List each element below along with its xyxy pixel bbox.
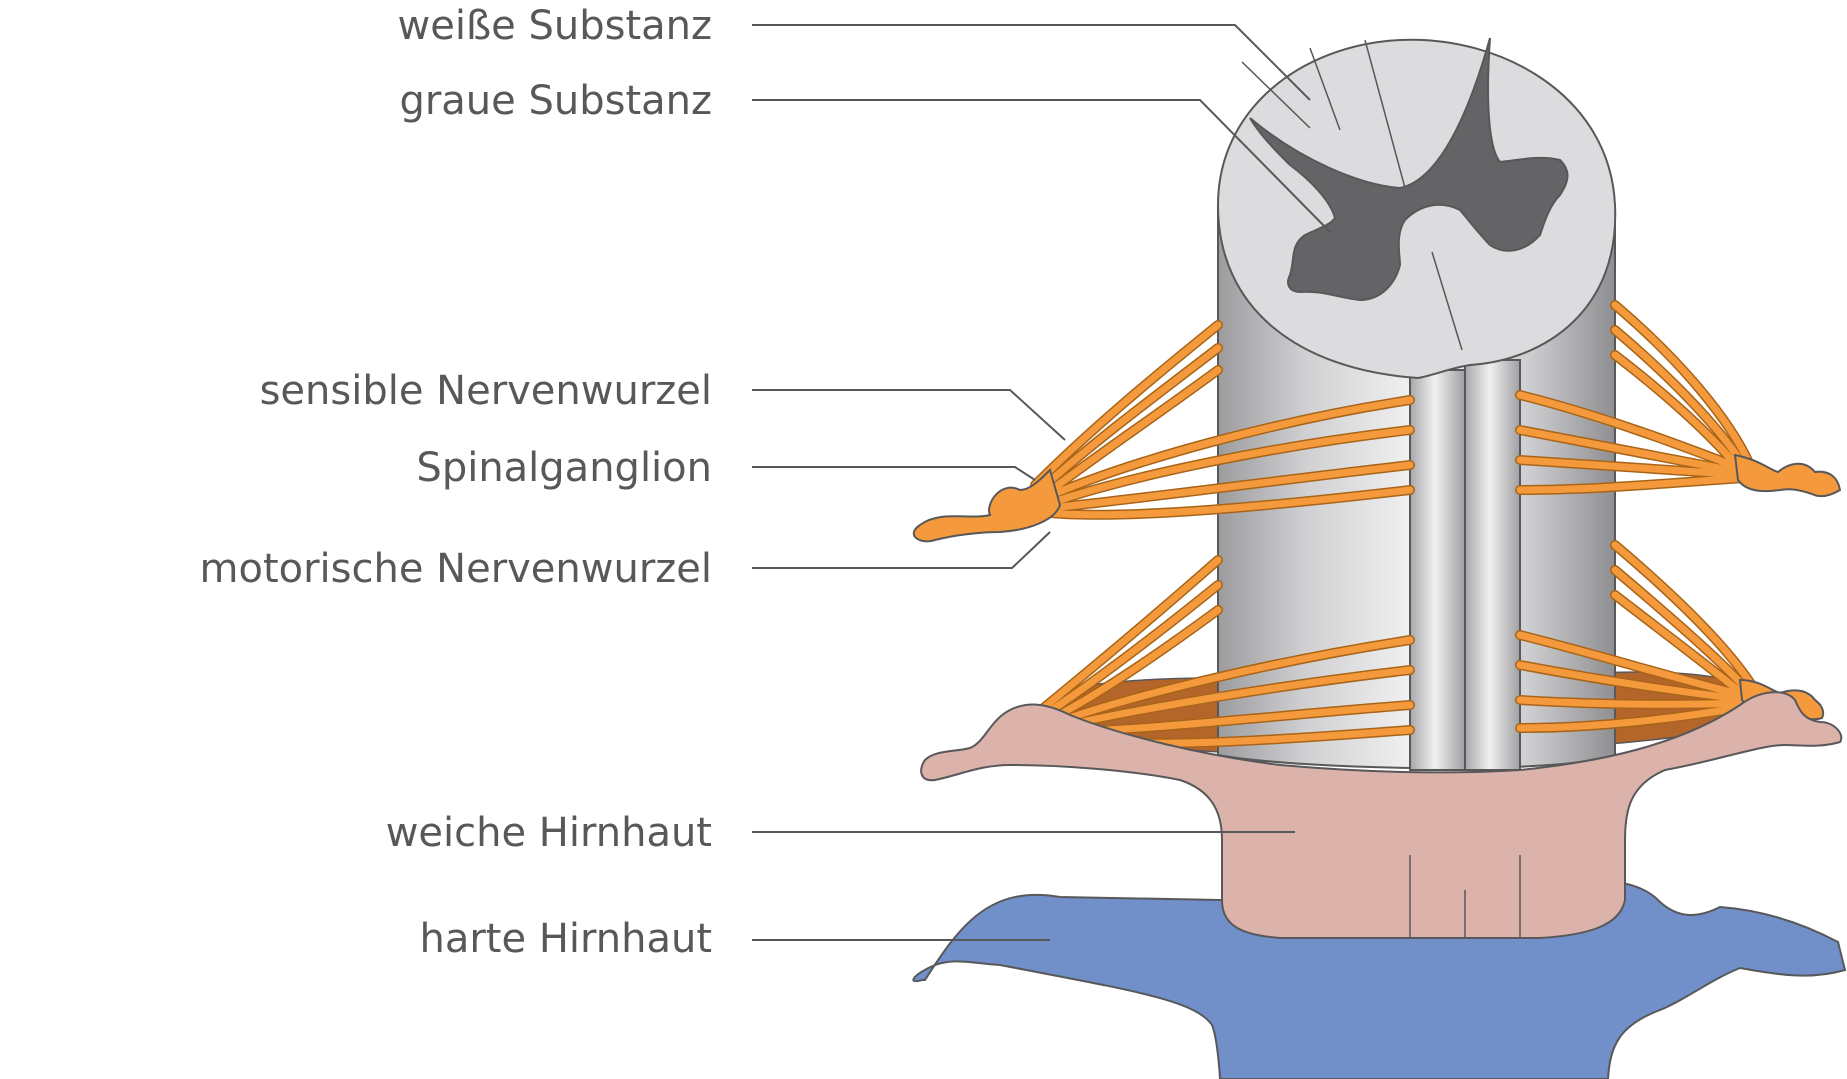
nerve-roots-left	[1030, 320, 1415, 749]
label-motorische-nervenwurzel: motorische Nervenwurzel	[199, 546, 713, 592]
spinal-ganglion-left-upper	[912, 468, 1062, 543]
label-graue-substanz: graue Substanz	[399, 78, 712, 124]
leader-lines	[752, 24, 1331, 941]
leader-line-sensible-nervenwurzel	[752, 389, 1066, 441]
anterior-fissure	[1431, 251, 1463, 351]
leader-line-weisse-substanz	[752, 24, 1311, 101]
cord-cross-section	[1216, 37, 1617, 380]
spinal-ganglion-right-upper	[1733, 453, 1842, 498]
pia-mater	[920, 691, 1843, 939]
leader-line-spinalganglion	[752, 466, 1036, 481]
label-weisse-substanz: weiße Substanz	[397, 3, 712, 49]
pia-mater-folds	[1409, 855, 1521, 938]
label-harte-hirnhaut: harte Hirnhaut	[419, 916, 713, 962]
leader-line-graue-substanz	[752, 99, 1331, 233]
label-sensible-nervenwurzel: sensible Nervenwurzel	[259, 368, 712, 414]
label-weiche-hirnhaut: weiche Hirnhaut	[385, 810, 712, 856]
leader-line-motorische-nervenwurzel	[752, 531, 1051, 569]
label-spinalganglion: Spinalganglion	[416, 445, 712, 491]
grey-matter	[1249, 37, 1569, 302]
white-matter-divisions	[1241, 39, 1406, 189]
